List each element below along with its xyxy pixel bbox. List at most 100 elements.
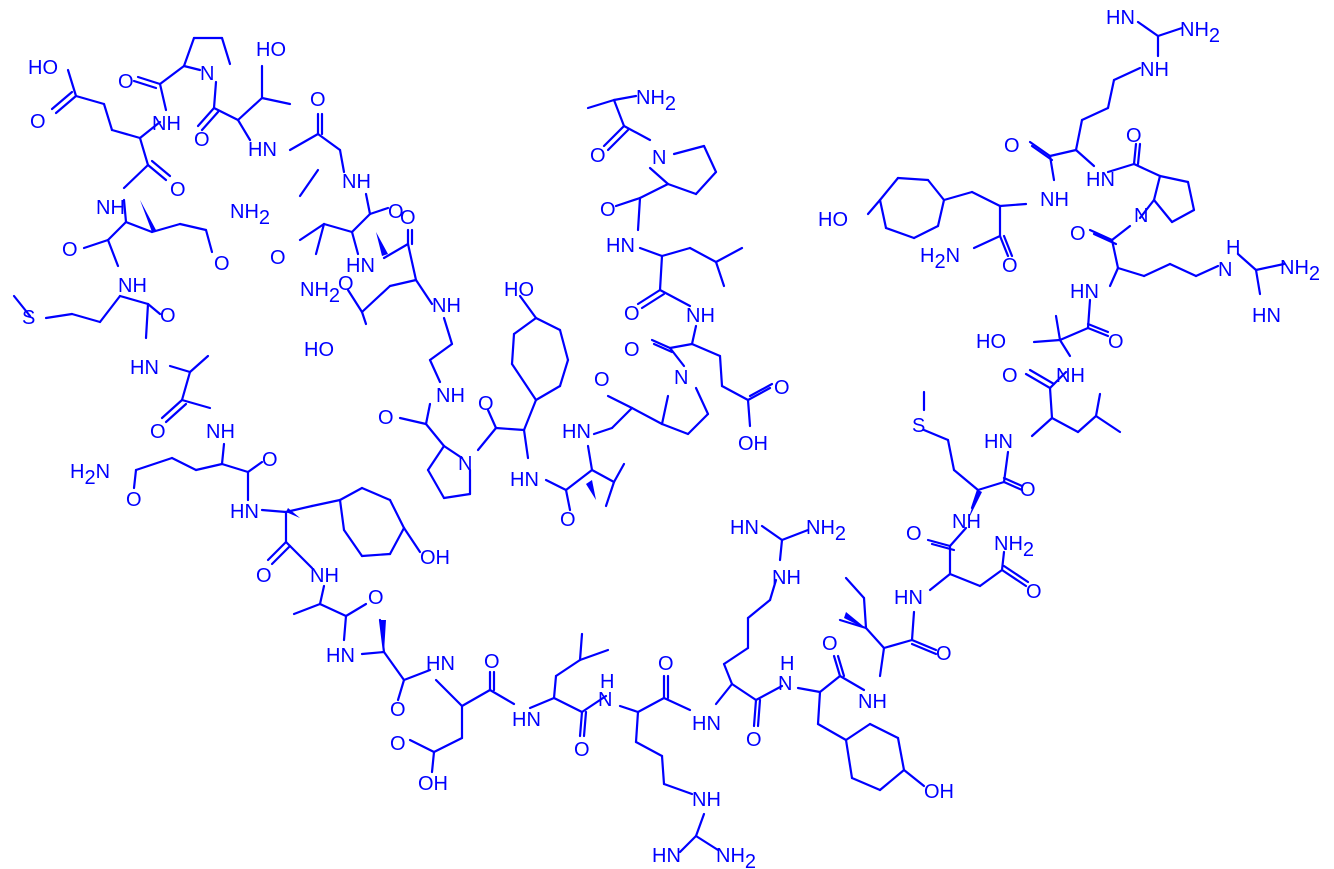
stereo-wedge [286, 508, 300, 518]
amide-h-label: H [780, 653, 794, 675]
carbonyl-o-label: O [388, 201, 404, 223]
carbonyl-o-label: O [170, 179, 186, 201]
carbonyl-o-label: O [594, 369, 610, 391]
carbonyl-o-label: O [62, 239, 78, 261]
proline-n-label: N [458, 453, 472, 475]
residue-leu-2 [528, 632, 610, 738]
carbonyl-o-label: O [368, 587, 384, 609]
residue-pro-5 [1106, 142, 1196, 224]
amide-nh-label: NH [152, 113, 181, 135]
residue-ala-n-terminus [586, 94, 652, 152]
residue-tyr-c-terminus [866, 176, 1028, 258]
amide-nh-label: NH [310, 565, 339, 587]
stereo-wedge [380, 620, 386, 652]
residue-met-2 [922, 390, 1024, 510]
amine-h2n-label: H2N [70, 461, 110, 489]
carbonyl-o-label: O [338, 273, 354, 295]
residue-gln-2 [132, 442, 264, 502]
amine-nh-label: NH [692, 789, 721, 811]
residue-thr-1 [196, 64, 292, 142]
amide-hn-label: HN [326, 645, 355, 667]
carbonyl-o-label: O [310, 89, 326, 111]
proline-n-label: N [674, 367, 688, 389]
hydroxyl-label: HO [504, 279, 534, 301]
amine-nh-label: NH [1140, 59, 1169, 81]
proline-n-label: N [652, 147, 666, 169]
carbonyl-o-label: O [390, 733, 406, 755]
residue-asn-1 [298, 192, 390, 256]
residue-gly-1 [428, 316, 454, 384]
hydroxyl-label: HO [28, 57, 58, 79]
amide-hn-label: HN [1070, 281, 1099, 303]
residue-ala-2 [160, 354, 212, 424]
residue-glu-2 [650, 324, 774, 428]
amine-nh-label: N [1218, 259, 1232, 281]
amine-nh2-label: NH2 [300, 279, 340, 307]
amide-hn-label: HN [510, 469, 539, 491]
imine-hn-label: HN [652, 845, 681, 867]
amide-nh-label: NH [686, 305, 715, 327]
thioether-s-label: S [912, 415, 925, 437]
residue-pro-2 [398, 402, 472, 500]
carbonyl-o-label: O [194, 129, 210, 151]
hydroxyl-label: HO [304, 339, 334, 361]
carbonyl-o-label: O [658, 653, 674, 675]
hydroxyl-label: OH [420, 547, 450, 569]
carbonyl-o-label: O [1002, 365, 1018, 387]
stereo-wedge [586, 480, 596, 500]
hydroxyl-label: HO [256, 39, 286, 61]
stereo-wedge [844, 612, 868, 630]
amide-nh-label: NH [342, 171, 371, 193]
residue-glu-1 [50, 68, 172, 190]
carbonyl-o-label: O [936, 643, 952, 665]
stereo-wedge [140, 200, 156, 232]
amide-nh-label: NH [858, 691, 887, 713]
amide-nh-label: NH [1040, 189, 1069, 211]
hydroxyl-label: OH [924, 781, 954, 803]
residue-ala-1 [288, 112, 346, 198]
residue-ala-4 [360, 618, 432, 702]
carbonyl-o-label: O [1108, 331, 1124, 353]
carbonyl-o-label: O [774, 377, 790, 399]
carbonyl-o-label: O [30, 111, 46, 133]
amine-h2n-label: H2N [920, 245, 960, 273]
imine-hn-label: HN [730, 517, 759, 539]
imine-hn-label: HN [1252, 305, 1281, 327]
amide-n-label: N [598, 689, 612, 711]
amide-nh-label: NH [206, 421, 235, 443]
stereo-wedge [376, 232, 388, 256]
residue-arg-2 [714, 524, 810, 728]
carbonyl-o-label: O [1026, 581, 1042, 603]
amide-nh-label: H [600, 671, 614, 693]
amide-hn-label: HN [692, 713, 721, 735]
residue-tyr-2 [260, 486, 422, 570]
amine-nh2-label: NH2 [1280, 257, 1320, 285]
amide-nh-label: NH [432, 295, 461, 317]
carbonyl-o-label: O [1070, 223, 1086, 245]
hydroxyl-label: HO [818, 209, 848, 231]
proline-n-label: N [200, 63, 214, 85]
carbonyl-o-label: O [126, 489, 142, 511]
amide-hn-label: HN [230, 501, 259, 523]
residue-leu-3 [1024, 368, 1122, 438]
imine-hn-label: HN [1106, 7, 1135, 29]
amine-nh2-label: NH2 [230, 201, 270, 229]
hydroxyl-label: HO [976, 331, 1006, 353]
carbonyl-o-label: O [1126, 125, 1142, 147]
residue-pro-3 [614, 144, 718, 232]
amide-hn-label: HN [426, 653, 455, 675]
carbonyl-o-label: O [746, 729, 762, 751]
carbonyl-o-label: O [160, 305, 176, 327]
carbonyl-o-label: O [906, 523, 922, 545]
amide-hn-label: HN [894, 587, 923, 609]
residue-asp-2 [408, 670, 516, 774]
carbonyl-o-label: O [600, 199, 616, 221]
amide-hn-label: HN [130, 357, 159, 379]
residue-arg-3 [1088, 224, 1286, 296]
amide-nh-label: NH [96, 197, 125, 219]
residue-ile [838, 576, 938, 678]
carbonyl-o-label: O [1004, 135, 1020, 157]
carbonyl-o-label: O [270, 247, 286, 269]
amide-hn-label: HN [248, 139, 277, 161]
